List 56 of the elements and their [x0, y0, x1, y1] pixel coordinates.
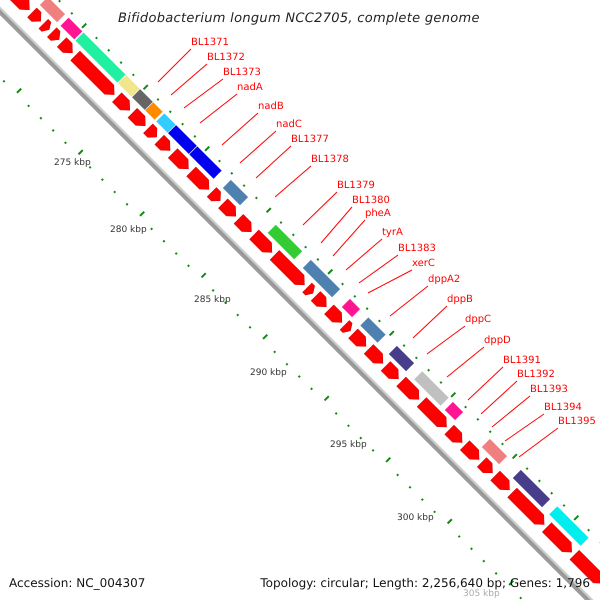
leader-line	[426, 326, 466, 354]
leader-line	[368, 270, 412, 294]
leader-line	[446, 346, 484, 378]
leader-line	[158, 48, 192, 82]
leader-line	[222, 112, 258, 146]
gene-label: dppB	[447, 294, 473, 306]
gene-label: tyrA	[382, 227, 403, 239]
gene-label: BL1383	[398, 243, 436, 255]
scale-label: 290 kbp	[250, 367, 287, 380]
leader-line	[320, 206, 352, 244]
gene-label: dppA2	[428, 274, 460, 286]
leader-line	[200, 94, 238, 124]
leader-line	[468, 366, 504, 400]
leader-line	[170, 64, 208, 96]
gene-label: BL1378	[311, 154, 349, 166]
leader-line	[492, 396, 530, 428]
scale-label: 275 kbp	[54, 157, 91, 170]
gene-label: xerC	[412, 258, 435, 270]
leader-line	[390, 286, 428, 316]
gene-label: BL1395	[558, 416, 596, 428]
gene-label: BL1393	[530, 384, 568, 396]
leader-line	[274, 166, 312, 198]
gene-label: BL1377	[291, 134, 329, 146]
leader-line	[504, 414, 544, 442]
leader-line	[480, 380, 518, 414]
scale-label: 285 kbp	[194, 294, 231, 307]
scale-label: 295 kbp	[330, 439, 367, 452]
leader-line	[302, 192, 338, 226]
gene-label: BL1373	[223, 67, 261, 79]
gene-label: nadC	[276, 119, 302, 131]
gene-label: BL1392	[517, 369, 555, 381]
footer-text: Accession: NC_004307	[9, 575, 146, 592]
scale-label: 280 kbp	[110, 224, 147, 237]
gene-label: BL1391	[503, 355, 541, 367]
leader-line	[518, 428, 558, 458]
gene-label: BL1394	[544, 402, 582, 414]
leader-line	[184, 78, 224, 108]
gene-label: BL1372	[207, 52, 245, 64]
leader-line	[332, 220, 366, 256]
gene-label: dppC	[465, 314, 492, 326]
scale-label: 300 kbp	[397, 512, 434, 525]
leader-line	[240, 130, 276, 164]
gene-label: nadB	[258, 101, 284, 113]
leader-line	[346, 238, 382, 270]
leader-line	[412, 306, 448, 338]
title: Bifidobacterium longum NCC2705, complete genome	[118, 10, 480, 28]
leader-line	[358, 254, 398, 284]
scale-label: 305 kbp	[463, 589, 500, 600]
gene-label: BL1379	[337, 180, 375, 192]
gene-label: BL1371	[191, 37, 229, 49]
footer-text: Topology: circular; Length: 2,256,640 bp; Genes: 1,796	[260, 575, 590, 590]
gene-label: pheA	[365, 208, 391, 220]
gene-label: nadA	[237, 82, 263, 94]
gene-label: BL1380	[352, 195, 390, 207]
gene-label: dppD	[484, 335, 511, 347]
leader-line	[256, 146, 292, 178]
